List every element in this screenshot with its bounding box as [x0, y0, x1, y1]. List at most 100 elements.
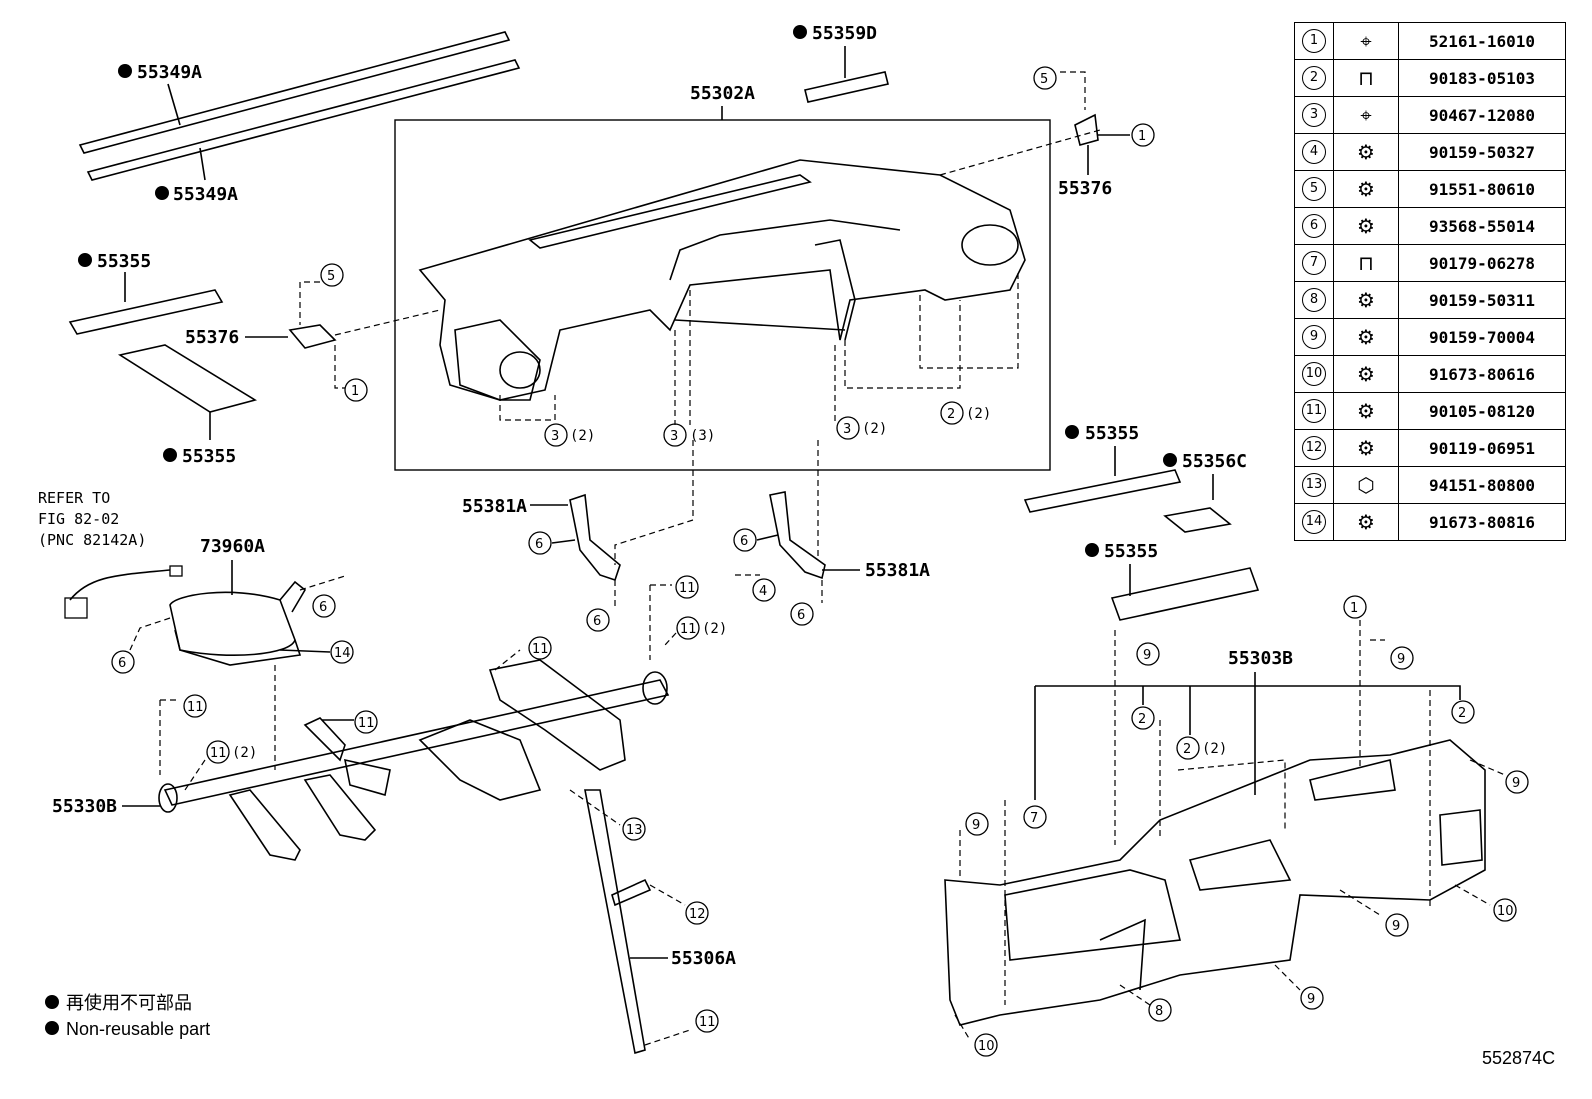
- part-number: 52161-16010: [1398, 22, 1566, 60]
- part-number: 90179-06278: [1398, 244, 1566, 282]
- part-number: 90159-70004: [1398, 318, 1566, 356]
- callout-9-f: 9: [1300, 986, 1324, 1010]
- moulding-strips: [78, 31, 521, 181]
- parts-table-row: 10⚙91673-80616: [1294, 355, 1566, 393]
- svg-text:11: 11: [679, 581, 696, 596]
- svg-text:9: 9: [1512, 776, 1520, 791]
- callout-7: 7: [1023, 805, 1047, 829]
- legend-jp: 再使用不可部品: [66, 993, 192, 1013]
- svg-text:11: 11: [187, 700, 204, 715]
- label-55376-right: 55376: [1058, 178, 1112, 199]
- panel-group-box: [394, 119, 1051, 471]
- callout-11-c: 11: [528, 636, 552, 660]
- part-index: 4: [1294, 133, 1334, 171]
- bracket-55376-right: [1074, 113, 1099, 146]
- svg-text:(3): (3): [690, 428, 715, 444]
- legend-en: Non-reusable part: [66, 1019, 210, 1039]
- callout-9-c: 9: [1505, 770, 1529, 794]
- label-55359D: 55359D: [812, 23, 877, 44]
- svg-text:11: 11: [210, 746, 227, 761]
- label-55356C: 55356C: [1182, 451, 1247, 472]
- non-reusable-dot: [1163, 453, 1177, 467]
- parts-table-row: 11⚙90105-08120: [1294, 392, 1566, 430]
- label-55355-c: 55355: [1085, 423, 1139, 444]
- label-55355-b: 55355: [182, 446, 236, 467]
- callout-9-a: 9: [1136, 642, 1160, 666]
- part-index: 7: [1294, 244, 1334, 282]
- screw-icon: ⚙: [1333, 207, 1399, 245]
- svg-text:6: 6: [740, 534, 748, 549]
- svg-text:9: 9: [1143, 648, 1151, 663]
- part-index: 5: [1294, 170, 1334, 208]
- part-number: 94151-80800: [1398, 466, 1566, 504]
- screw-icon: ⚙: [1333, 503, 1399, 541]
- svg-text:8: 8: [1155, 1004, 1163, 1019]
- svg-text:3: 3: [551, 429, 559, 444]
- parts-table-row: 7⊓90179-06278: [1294, 244, 1566, 282]
- pad-55355-a: [68, 289, 224, 335]
- screw-icon: ⚙: [1333, 170, 1399, 208]
- callout-6-airbag-right: 6: [312, 594, 336, 618]
- parts-table-row: 6⚙93568-55014: [1294, 207, 1566, 245]
- svg-text:6: 6: [797, 608, 805, 623]
- instrument-panel-upper: [418, 159, 1026, 401]
- label-55330B: 55330B: [52, 796, 117, 817]
- svg-text:9: 9: [1392, 919, 1400, 934]
- label-55306A: 55306A: [671, 948, 736, 969]
- callout-3-3: 3 (3): [663, 423, 715, 447]
- callout-10-a: 10: [1493, 898, 1517, 922]
- screw-icon: ⚙: [1333, 133, 1399, 171]
- part-index: 9: [1294, 318, 1334, 356]
- label-55303B: 55303B: [1228, 648, 1293, 669]
- label-55349A-bottom: 55349A: [173, 184, 238, 205]
- svg-text:5: 5: [327, 269, 335, 284]
- nut-clip-icon: ⊓: [1333, 244, 1399, 282]
- part-index: 13: [1294, 466, 1334, 504]
- part-number: 91673-80816: [1398, 503, 1566, 541]
- callout-14: 14: [330, 640, 354, 664]
- callout-3-2-left: 3 (2): [544, 423, 595, 447]
- wire-harness: [69, 569, 171, 601]
- callout-13: 13: [622, 817, 646, 841]
- svg-text:11: 11: [532, 642, 549, 657]
- bracket-55381A-right: [769, 491, 826, 580]
- svg-text:7: 7: [1030, 811, 1038, 826]
- bracket-55376-left: [288, 324, 337, 349]
- svg-text:13: 13: [626, 823, 643, 838]
- part-index: 14: [1294, 503, 1334, 541]
- part-index: 11: [1294, 392, 1334, 430]
- part-number: 93568-55014: [1398, 207, 1566, 245]
- svg-text:14: 14: [334, 646, 351, 661]
- refer-line-3: (PNC 82142A): [38, 531, 146, 549]
- legend-dot-en: [45, 1021, 59, 1035]
- nut-icon: ⬡: [1333, 466, 1399, 504]
- svg-text:11: 11: [699, 1015, 716, 1030]
- callout-1-right: 1: [1131, 123, 1155, 147]
- svg-text:6: 6: [319, 600, 327, 615]
- svg-text:(2): (2): [862, 421, 887, 437]
- callout-6-airbag-left: 6: [111, 650, 135, 674]
- refer-line-1: REFER TO: [38, 489, 110, 507]
- parts-table-row: 13⬡94151-80800: [1294, 466, 1566, 504]
- parts-table-row: 5⚙91551-80610: [1294, 170, 1566, 208]
- parts-table-row: 9⚙90159-70004: [1294, 318, 1566, 356]
- reinforcement-55330B: [158, 659, 670, 1055]
- svg-text:6: 6: [593, 614, 601, 629]
- part-number: 90467-12080: [1398, 96, 1566, 134]
- part-number: 90159-50327: [1398, 133, 1566, 171]
- svg-text:1: 1: [1350, 601, 1358, 616]
- part-number: 90105-08120: [1398, 392, 1566, 430]
- svg-text:(2): (2): [232, 745, 257, 761]
- callout-12: 12: [685, 901, 709, 925]
- callout-8: 8: [1148, 998, 1172, 1022]
- pad-55359D: [804, 71, 889, 103]
- svg-text:12: 12: [689, 907, 706, 922]
- svg-text:(2): (2): [1202, 741, 1227, 757]
- part-number: 90159-50311: [1398, 281, 1566, 319]
- parts-table-row: 4⚙90159-50327: [1294, 133, 1566, 171]
- part-index: 3: [1294, 96, 1334, 134]
- svg-text:9: 9: [972, 818, 980, 833]
- label-55376-left: 55376: [185, 327, 239, 348]
- callout-1-left: 1: [344, 378, 368, 402]
